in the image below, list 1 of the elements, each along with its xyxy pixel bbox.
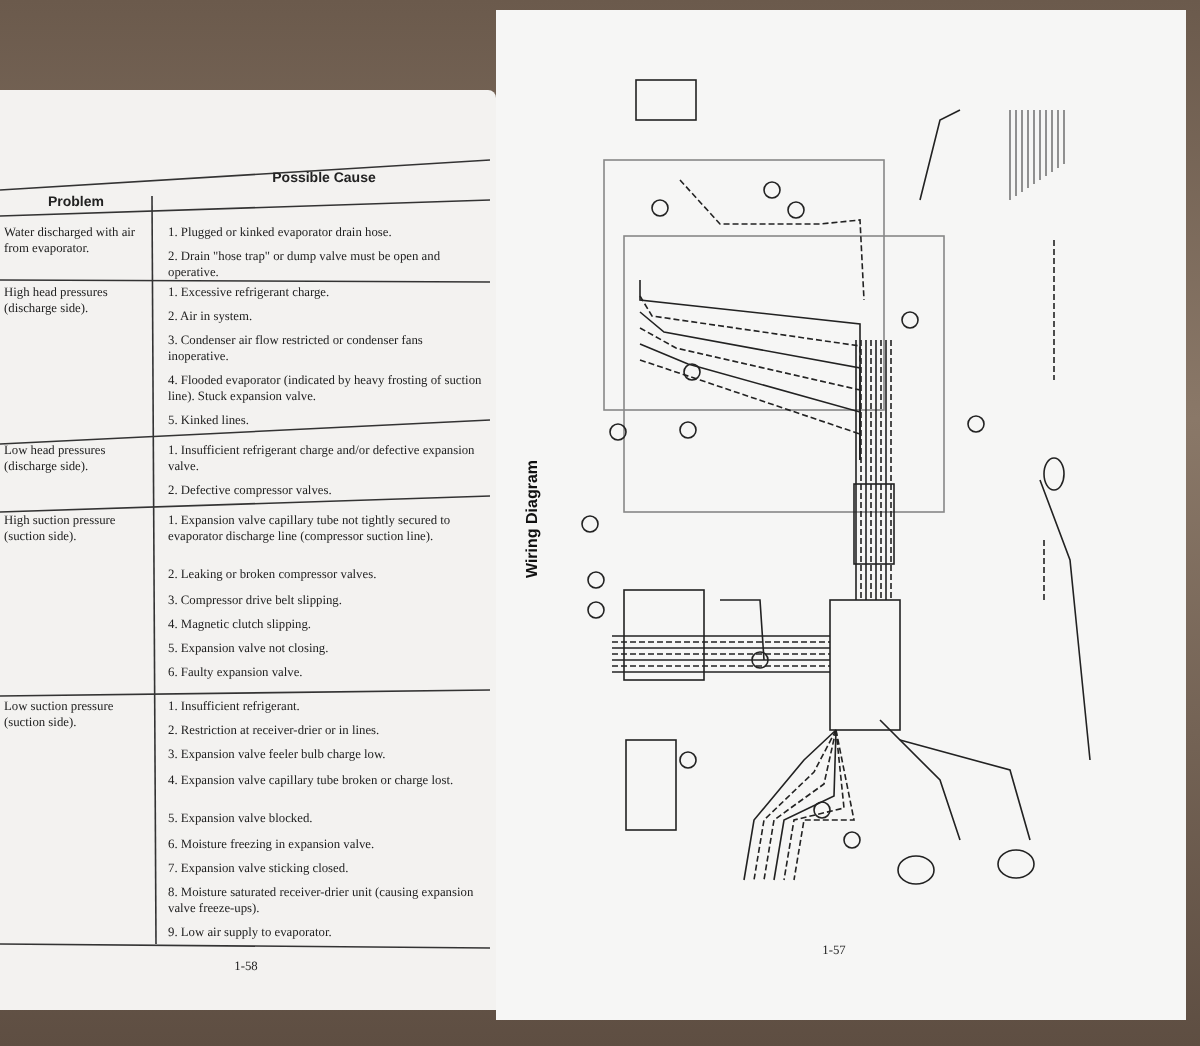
diagram-title: Wiring Diagram — [523, 457, 541, 583]
